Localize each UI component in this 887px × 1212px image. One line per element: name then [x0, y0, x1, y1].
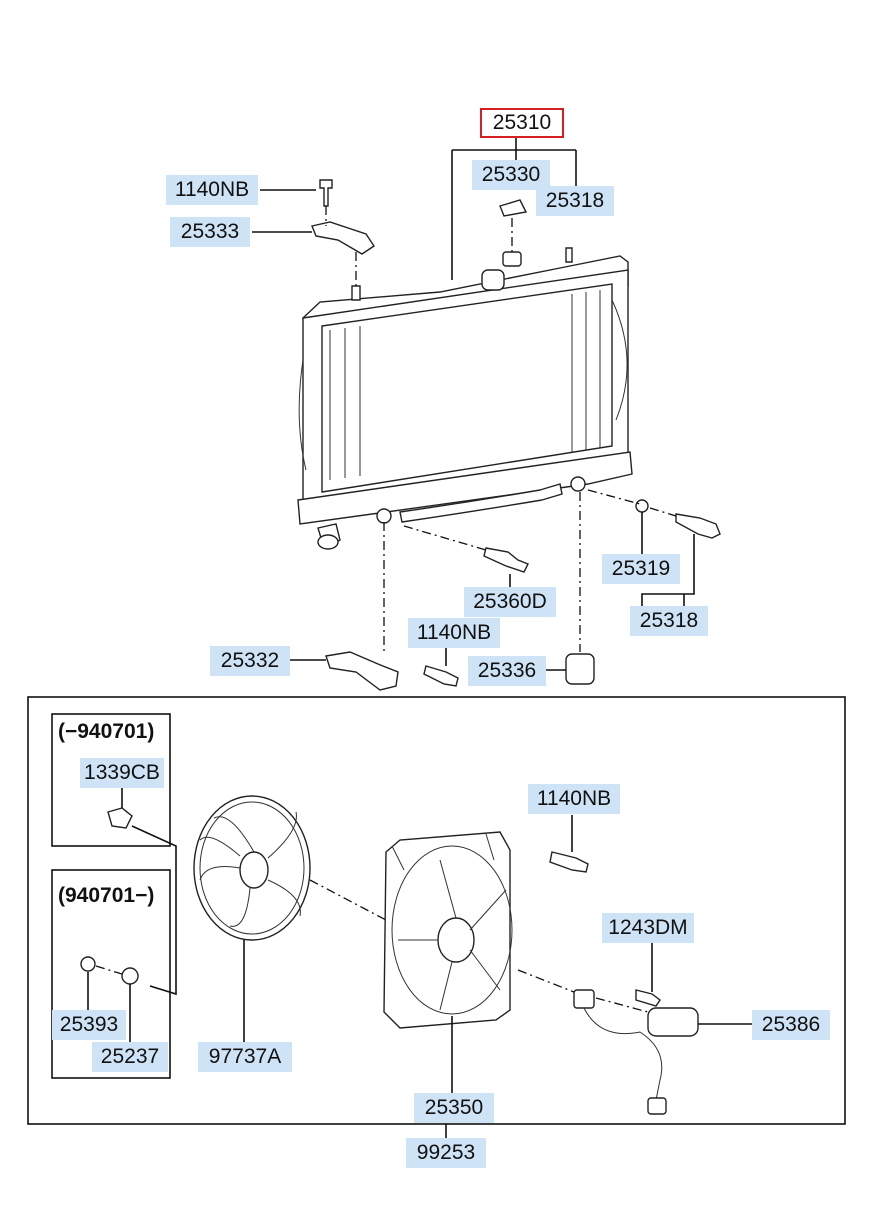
- part-label-25350[interactable]: 25350: [414, 1093, 494, 1123]
- part-label-1140nb-top[interactable]: 1140NB: [166, 175, 258, 205]
- bolt-25393: [80, 956, 96, 972]
- fan-leaders: [87, 788, 752, 1138]
- part-label-25336[interactable]: 25336: [468, 656, 546, 686]
- bracket-25332: [325, 651, 399, 691]
- sensor-25360d: [483, 547, 529, 573]
- part-label-25393[interactable]: 25393: [52, 1010, 126, 1040]
- group-before-frame: [51, 713, 171, 847]
- washer-25237: [121, 967, 139, 985]
- part-label-99253[interactable]: 99253: [406, 1138, 486, 1168]
- bolt-top: [319, 179, 333, 207]
- part-label-25319[interactable]: 25319: [602, 554, 680, 584]
- fan-motor-connector-25386: [573, 989, 699, 1115]
- insulator-25336: [565, 653, 595, 685]
- bracket-25333: [311, 221, 375, 255]
- screw-1243dm: [635, 989, 661, 1007]
- bolt-fan: [549, 851, 589, 873]
- part-label-1140nb-mid[interactable]: 1140NB: [408, 618, 500, 648]
- part-label-25237[interactable]: 25237: [92, 1042, 168, 1072]
- drain-plug: [675, 513, 721, 539]
- radiator-leaders: [252, 137, 695, 671]
- radiator-drawing: [297, 247, 633, 550]
- part-label-25310[interactable]: 25310: [480, 108, 564, 138]
- part-label-25332[interactable]: 25332: [210, 646, 290, 676]
- part-label-1243dm[interactable]: 1243DM: [602, 913, 694, 943]
- part-label-97737a[interactable]: 97737A: [198, 1042, 292, 1072]
- fan-shroud-25350: [383, 831, 513, 1029]
- part-label-1339cb[interactable]: 1339CB: [80, 758, 164, 788]
- bolt-mid: [423, 665, 459, 687]
- nut-1339cb: [107, 807, 133, 829]
- part-label-25318-mid[interactable]: 25318: [630, 606, 708, 636]
- group-after-frame: [51, 869, 171, 1079]
- group-label-after: (940701−): [58, 884, 155, 907]
- part-label-25360d[interactable]: 25360D: [464, 587, 556, 617]
- fan-assembly-frame: [27, 696, 846, 1125]
- part-label-25330[interactable]: 25330: [472, 160, 550, 190]
- fan-blade-97737a: [193, 795, 311, 941]
- o-ring-25319: [635, 499, 649, 513]
- radiator-cap: [499, 199, 528, 217]
- group-label-before: (−940701): [58, 720, 155, 743]
- part-label-1140nb-fan[interactable]: 1140NB: [528, 784, 620, 814]
- part-label-25386[interactable]: 25386: [752, 1010, 830, 1040]
- part-label-25333[interactable]: 25333: [170, 217, 250, 247]
- part-label-25318-top[interactable]: 25318: [536, 186, 614, 216]
